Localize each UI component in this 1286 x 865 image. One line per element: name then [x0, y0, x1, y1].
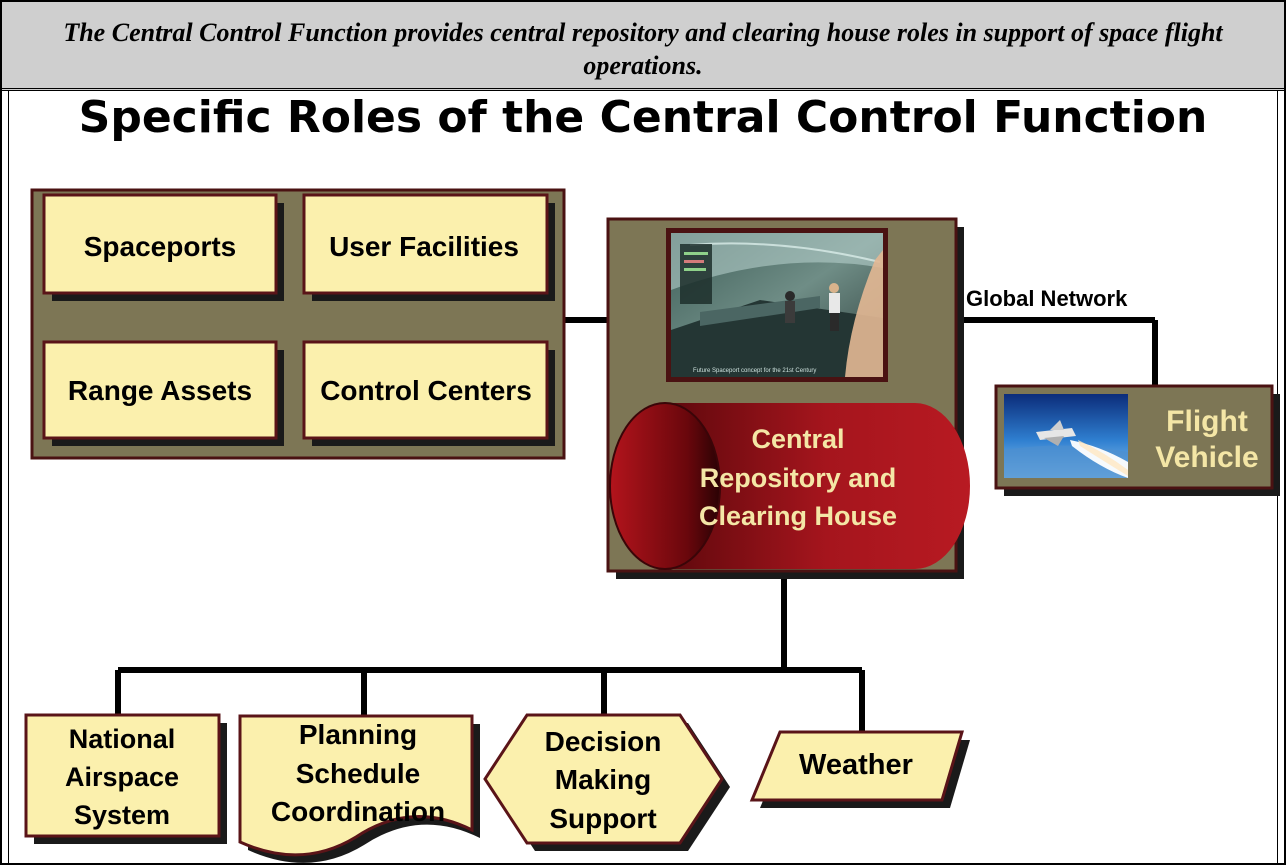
planning-schedule-coordination-box[interactable]: Planning Schedule Coordination: [238, 714, 480, 863]
flight-vehicle-box[interactable]: Flight Vehicle: [994, 384, 1280, 496]
flight-vehicle-line1: Flight: [1166, 405, 1248, 438]
planning-line3: Coordination: [271, 796, 445, 827]
control-centers-label: Control Centers: [320, 375, 532, 406]
nas-line2: Airspace: [65, 762, 179, 792]
national-airspace-system-box[interactable]: National Airspace System: [24, 713, 227, 844]
control-room-image[interactable]: Future Spaceport concept for the 21st Ce…: [666, 228, 888, 382]
decision-line2: Making: [555, 764, 651, 795]
flight-vehicle-image: [1004, 394, 1128, 478]
repository-line1: Central: [751, 424, 844, 454]
banner-text: The Central Control Function provides ce…: [63, 18, 1223, 80]
user-facilities-label: User Facilities: [329, 231, 519, 262]
weather-label: Weather: [799, 749, 913, 781]
spaceports-box[interactable]: Spaceports: [42, 193, 284, 301]
flight-vehicle-line2: Vehicle: [1155, 441, 1258, 474]
spaceports-label: Spaceports: [84, 231, 237, 262]
repository-line2: Repository and: [700, 463, 897, 493]
nas-line1: National: [69, 724, 176, 754]
repository-cylinder[interactable]: Central Repository and Clearing House: [609, 402, 970, 570]
range-assets-box[interactable]: Range Assets: [42, 340, 284, 446]
user-facilities-box[interactable]: User Facilities: [302, 193, 555, 301]
range-assets-label: Range Assets: [68, 375, 252, 406]
weather-box[interactable]: Weather: [749, 730, 970, 808]
global-network-label: Global Network: [966, 286, 1128, 311]
banner: The Central Control Function provides ce…: [2, 2, 1284, 91]
page-title: Specific Roles of the Central Control Fu…: [78, 92, 1208, 143]
control-centers-box[interactable]: Control Centers: [302, 340, 555, 446]
decision-line3: Support: [549, 803, 656, 834]
decision-making-support-box[interactable]: Decision Making Support: [483, 713, 730, 851]
planning-line1: Planning: [299, 719, 417, 750]
repository-line3: Clearing House: [699, 501, 897, 531]
nas-line3: System: [74, 800, 170, 830]
decision-line1: Decision: [545, 726, 662, 757]
planning-line2: Schedule: [296, 758, 420, 789]
control-room-caption: Future Spaceport concept for the 21st Ce…: [693, 368, 816, 374]
